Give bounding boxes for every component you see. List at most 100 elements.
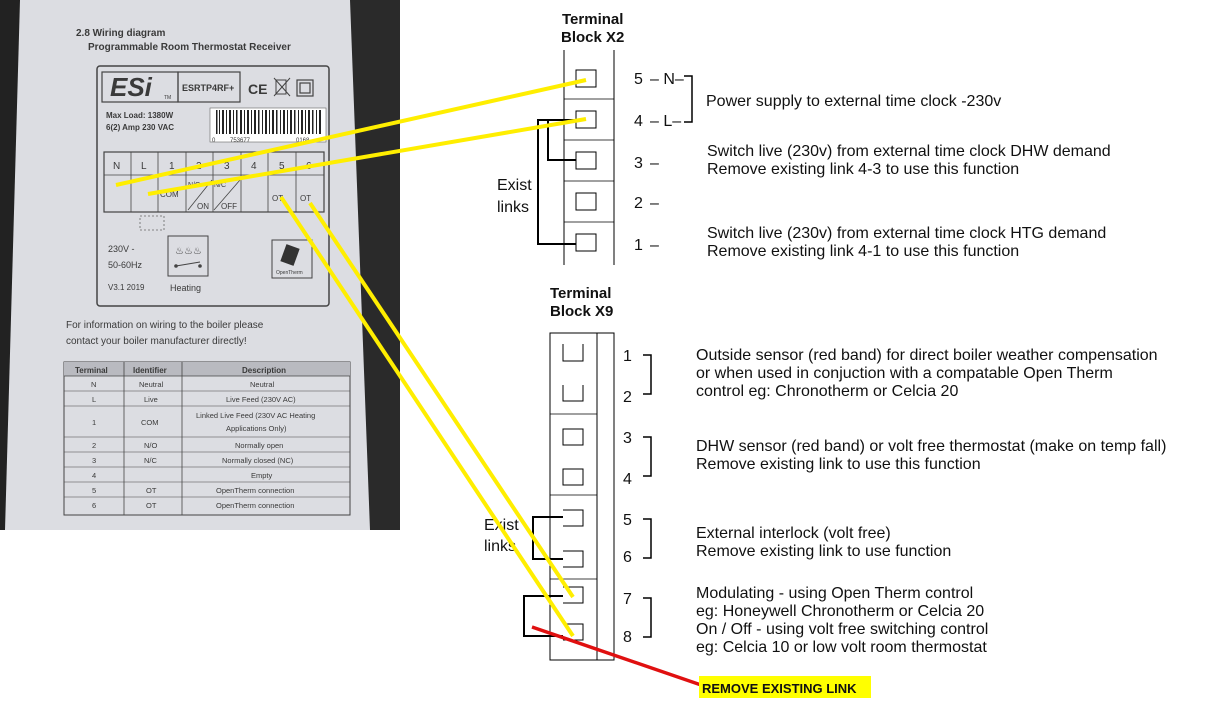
barcode: 0 753677 0168 <box>209 107 327 144</box>
table-cell: N/C <box>144 456 158 465</box>
x9-terminal-4-number: 4 <box>623 471 632 488</box>
x2-exist-links-label-1: Exist <box>497 177 532 194</box>
x9-block-outline <box>549 332 615 661</box>
connector-n-to-x2-5 <box>115 78 587 187</box>
weee-bin-icon <box>273 77 291 97</box>
x9-exist-links-label-2: links <box>484 538 516 555</box>
x9-terminal-1-number: 1 <box>623 348 632 365</box>
x9-bracket-3-4 <box>643 436 652 477</box>
table-header-row <box>64 362 350 376</box>
table-cell: N/O <box>144 441 158 450</box>
table-cell: N <box>91 380 96 389</box>
heating-flame-icon: ♨♨♨ <box>167 235 209 277</box>
brand-trademark: TM <box>164 95 171 101</box>
x9-title-line-2: Block X9 <box>550 303 613 320</box>
model-box <box>177 71 241 103</box>
x9-desc-1-2-line-1: Outside sensor (red band) for direct boi… <box>696 347 1158 364</box>
x2-terminal-1-number: 1 <box>634 237 643 254</box>
connector-lines <box>115 78 587 638</box>
x9-terminal-5-screw <box>563 509 584 527</box>
device-label-panel <box>96 65 330 307</box>
table-cell: Neutral <box>139 380 164 389</box>
table-header-terminal: Terminal <box>75 366 108 375</box>
table-cell: 4 <box>92 471 96 480</box>
device-terminal-strip: N L 1 2 3 4 5 6 COM N/O N/C ON OFF OT OT <box>103 151 325 231</box>
opentherm-logo-icon: OpenTherm <box>271 239 313 279</box>
brand-logo: ESi <box>110 72 153 102</box>
x2-terminal-4-symbol: – L– <box>650 113 681 130</box>
table-cell: 5 <box>92 486 96 495</box>
opentherm-logo-text: OpenTherm <box>276 270 303 276</box>
x9-terminal-7-screw <box>563 586 584 604</box>
table-cell: Neutral <box>250 380 275 389</box>
x2-terminal-3-symbol: – <box>650 155 659 172</box>
x2-desc-htg-line-1: Switch live (230v) from external time cl… <box>707 225 1106 242</box>
x9-desc-5-6-line-2: Remove existing link to use function <box>696 543 951 560</box>
device-nc-label: N/C <box>214 182 226 189</box>
barcode-bars <box>216 110 321 134</box>
device-switch-line-2 <box>213 179 241 211</box>
x2-desc-dhw-line-1: Switch live (230v) from external time cl… <box>707 143 1111 160</box>
device-terminal-4: 4 <box>251 161 257 172</box>
x2-link-4-1 <box>537 119 576 245</box>
heating-label: Heating <box>170 283 201 293</box>
table-cell: Applications Only) <box>226 424 287 433</box>
ce-mark: CE <box>248 81 267 97</box>
x9-terminal-6-screw <box>563 550 584 568</box>
remove-link-callout: REMOVE EXISTING LINK <box>531 625 871 698</box>
table-cell: OpenTherm connection <box>216 501 294 510</box>
terminal-block-x9: Terminal Block X9 Exist links 1 2 3 4 5 … <box>484 285 1166 661</box>
callout-highlight-box <box>699 676 871 698</box>
x9-terminal-6-number: 6 <box>623 549 632 566</box>
table-cell: Normally closed (NC) <box>222 456 294 465</box>
x9-desc-7-8-line-4: eg: Celcia 10 or low volt room thermosta… <box>696 639 987 656</box>
x2-terminal-2-symbol: – <box>650 195 659 212</box>
manual-section-subtitle: Programmable Room Thermostat Receiver <box>88 42 291 53</box>
table-cell: L <box>92 395 96 404</box>
x9-link-7-8 <box>523 595 563 637</box>
x9-terminal-4-screw <box>562 468 584 486</box>
barcode-right-digits: 0168 <box>296 138 310 144</box>
x9-terminal-8-number: 8 <box>623 629 632 646</box>
barcode-digits: 753677 <box>230 138 251 144</box>
photo-dark-edge <box>350 0 400 530</box>
x9-desc-3-4-line-2: Remove existing link to use this functio… <box>696 456 981 473</box>
x9-desc-7-8-line-1: Modulating - using Open Therm control <box>696 585 973 602</box>
connector-ot5-to-x9-8 <box>279 195 575 638</box>
double-insulation-icon <box>296 79 314 97</box>
model-number: ESRTP4RF+ <box>182 83 234 93</box>
x2-terminal-1-symbol: – <box>650 237 659 254</box>
table-header-description: Description <box>242 366 286 375</box>
connector-ot6-to-x9-7 <box>308 201 575 599</box>
table-cell: Empty <box>251 471 273 480</box>
table-cell: OT <box>146 486 157 495</box>
connector-l-to-x2-4 <box>147 117 587 196</box>
device-terminal-5: 5 <box>279 161 285 172</box>
callout-pointer-line <box>531 625 705 688</box>
table-cell: 2 <box>92 441 96 450</box>
device-com-label: COM <box>160 190 179 199</box>
table-cell: Live Feed (230V AC) <box>226 395 296 404</box>
x2-terminal-3-number: 3 <box>634 155 643 172</box>
svg-text:♨♨♨: ♨♨♨ <box>175 246 202 257</box>
x9-desc-7-8-line-2: eg: Honeywell Chronotherm or Celcia 20 <box>696 603 984 620</box>
x2-terminal-3-screw <box>575 151 597 170</box>
table-cell: OpenTherm connection <box>216 486 294 495</box>
device-voltage: 230V - <box>108 244 135 254</box>
table-cell: Live <box>144 395 158 404</box>
table-cell: COM <box>141 418 159 427</box>
table-cell: OT <box>146 501 157 510</box>
x2-terminal-5-symbol: – N– <box>650 71 684 88</box>
device-dashed-link <box>139 215 165 231</box>
x2-terminal-1-screw <box>575 233 597 252</box>
device-terminal-l: L <box>141 161 147 172</box>
x9-desc-5-6-line-1: External interlock (volt free) <box>696 525 891 542</box>
x9-terminal-3-screw <box>562 428 584 446</box>
device-terminal-3: 3 <box>224 161 230 172</box>
x2-exist-links-label-2: links <box>497 199 529 216</box>
device-ot-label-2: OT <box>300 194 311 203</box>
device-off-label: OFF <box>221 202 237 211</box>
info-line-1: For information on wiring to the boiler … <box>66 320 264 331</box>
table-cell: 3 <box>92 456 96 465</box>
